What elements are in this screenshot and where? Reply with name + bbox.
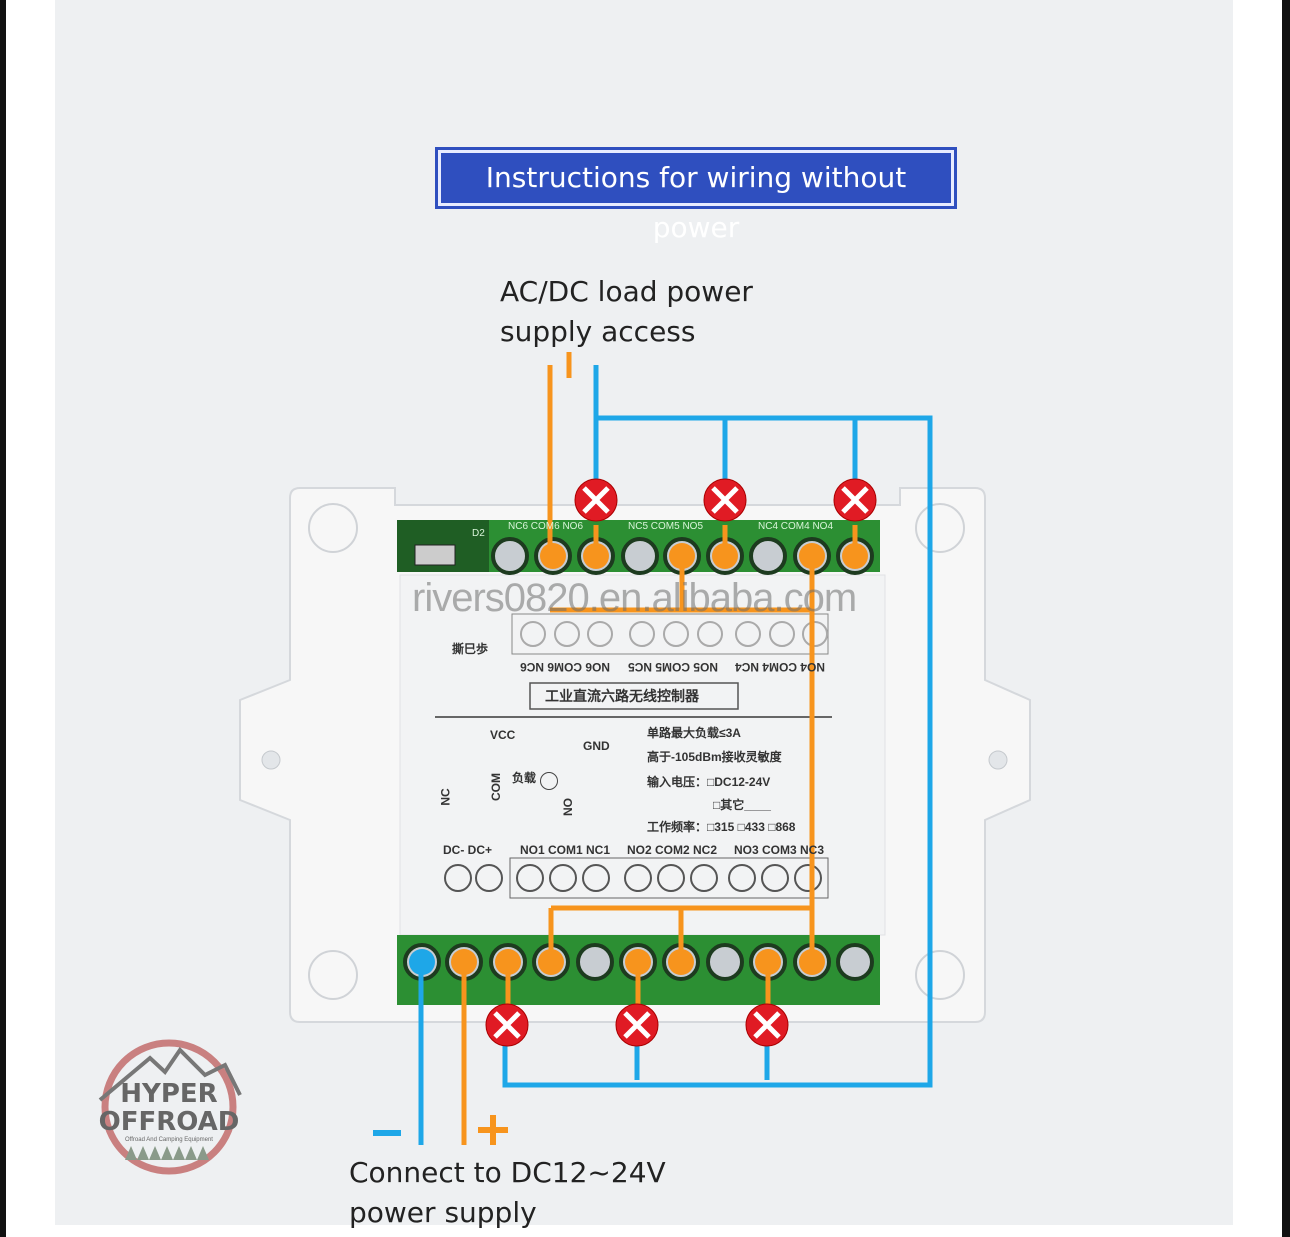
spec-3: 输入电压：□DC12-24V xyxy=(647,775,771,789)
strip-label-ch6: NO6 COM6 NC6 xyxy=(520,660,611,674)
load-label-line2: supply access xyxy=(500,315,696,348)
strip-screw xyxy=(587,621,613,647)
screw-terminal xyxy=(836,943,874,981)
wire-connection-dot xyxy=(668,949,694,975)
strip-label-ch5: NO5 COM5 NC5 xyxy=(628,660,719,674)
screw-terminal xyxy=(621,537,659,575)
label-no: NO xyxy=(561,798,575,816)
strip-screw xyxy=(802,621,828,647)
pcb-label-ch6: NC6 COM6 NO6 xyxy=(508,521,584,532)
power-label-line1: Connect to DC12~24V xyxy=(349,1156,666,1189)
strip-screw xyxy=(549,864,577,892)
load-label-line1: AC/DC load power xyxy=(500,275,753,308)
spec-1: 单路最大负载≤3A xyxy=(647,726,741,740)
strip-screw xyxy=(761,864,789,892)
strip-screw xyxy=(516,864,544,892)
wire-connection-dot xyxy=(409,949,435,975)
wire-connection-dot xyxy=(625,949,651,975)
strip-screw xyxy=(475,864,503,892)
strip-screw xyxy=(794,864,822,892)
strip-screw xyxy=(663,621,689,647)
label-gnd: GND xyxy=(583,739,610,753)
terminal-label-ch3: NO3 COM3 NC3 xyxy=(734,843,825,857)
wire-connection-dot xyxy=(799,949,825,975)
logo-tagline: Offroad And Camping Equipment xyxy=(125,1137,213,1143)
label-vcc: VCC xyxy=(490,728,516,742)
orange-wires xyxy=(461,352,858,1145)
wire-connection-dot xyxy=(583,543,609,569)
disconnect-x-icon xyxy=(833,478,877,522)
wire-connection-dot xyxy=(842,543,868,569)
strip-screw xyxy=(728,864,756,892)
wire-connection-dot xyxy=(495,949,521,975)
title-banner: Instructions for wiring without power xyxy=(428,124,962,244)
label-nc: NC xyxy=(438,788,453,806)
strip-screw xyxy=(554,621,580,647)
disconnect-x-icon xyxy=(615,1003,659,1047)
disconnect-x-icon xyxy=(574,478,618,522)
logo-text-hyper: HYPER xyxy=(120,1079,217,1109)
terminal-label-ch2: NO2 COM2 NC2 xyxy=(627,843,718,857)
strip-screw xyxy=(629,621,655,647)
label-load: 负载 xyxy=(512,771,537,785)
strip-screw xyxy=(444,864,472,892)
screw-terminal xyxy=(749,537,787,575)
wire-connection-dot xyxy=(755,949,781,975)
strip-label-ch4: NO4 COM4 NC4 xyxy=(735,660,826,674)
strip-screw xyxy=(769,621,795,647)
wire-connection-dot xyxy=(451,949,477,975)
banner-title: Instructions for wiring without power xyxy=(435,147,957,244)
pcb-label-ch4: NC4 COM4 NO4 xyxy=(758,521,834,532)
pcb-label-ch5: NC5 COM5 NO5 xyxy=(628,521,704,532)
strip-screw xyxy=(582,864,610,892)
spec-4: □其它____ xyxy=(713,798,771,812)
screw-terminal xyxy=(576,943,614,981)
strip-screw xyxy=(735,621,761,647)
pcb-label-d2: D2 xyxy=(472,528,485,539)
strip-screw xyxy=(690,864,718,892)
plus-sign xyxy=(478,1115,508,1145)
device-name: 工业直流六路无线控制器 xyxy=(545,688,699,704)
blue-wires xyxy=(418,365,933,1145)
terminal-label-dc: DC- DC+ xyxy=(443,843,493,857)
logo-text-offroad: OFFROAD xyxy=(99,1107,240,1137)
wire-connection-dot xyxy=(712,543,738,569)
lamp-icon xyxy=(540,772,558,790)
strip-screw xyxy=(657,864,685,892)
watermark: rivers0820.en.alibaba.com xyxy=(412,576,857,620)
wire-connection-dot xyxy=(538,949,564,975)
disconnect-x-icon xyxy=(703,478,747,522)
strip-screw xyxy=(520,621,546,647)
strip-screw xyxy=(697,621,723,647)
wire-connection-dot xyxy=(799,543,825,569)
disconnect-x-icon xyxy=(745,1003,789,1047)
spec-5: 工作频率：□315 □433 □868 xyxy=(647,820,796,834)
spec-2: 高于-105dBm接收灵敏度 xyxy=(647,750,782,764)
right-border xyxy=(1282,0,1290,1237)
screw-terminal xyxy=(706,943,744,981)
left-border xyxy=(0,0,6,1237)
strip-screw xyxy=(624,864,652,892)
minus-sign xyxy=(373,1130,401,1136)
hyper-offroad-logo: HYPER OFFROAD Offroad And Camping Equipm… xyxy=(99,1039,242,1175)
relay-housing xyxy=(239,487,1031,1023)
wire-connection-dot xyxy=(540,543,566,569)
power-label-line2: power supply xyxy=(349,1196,537,1229)
wire-connection-dot xyxy=(669,543,695,569)
side-mark: 撕巳歩 xyxy=(452,642,489,656)
screw-terminal xyxy=(491,537,529,575)
label-com: COM xyxy=(489,773,503,801)
terminal-label-ch1: NO1 COM1 NC1 xyxy=(520,843,611,857)
disconnect-x-icon xyxy=(485,1003,529,1047)
